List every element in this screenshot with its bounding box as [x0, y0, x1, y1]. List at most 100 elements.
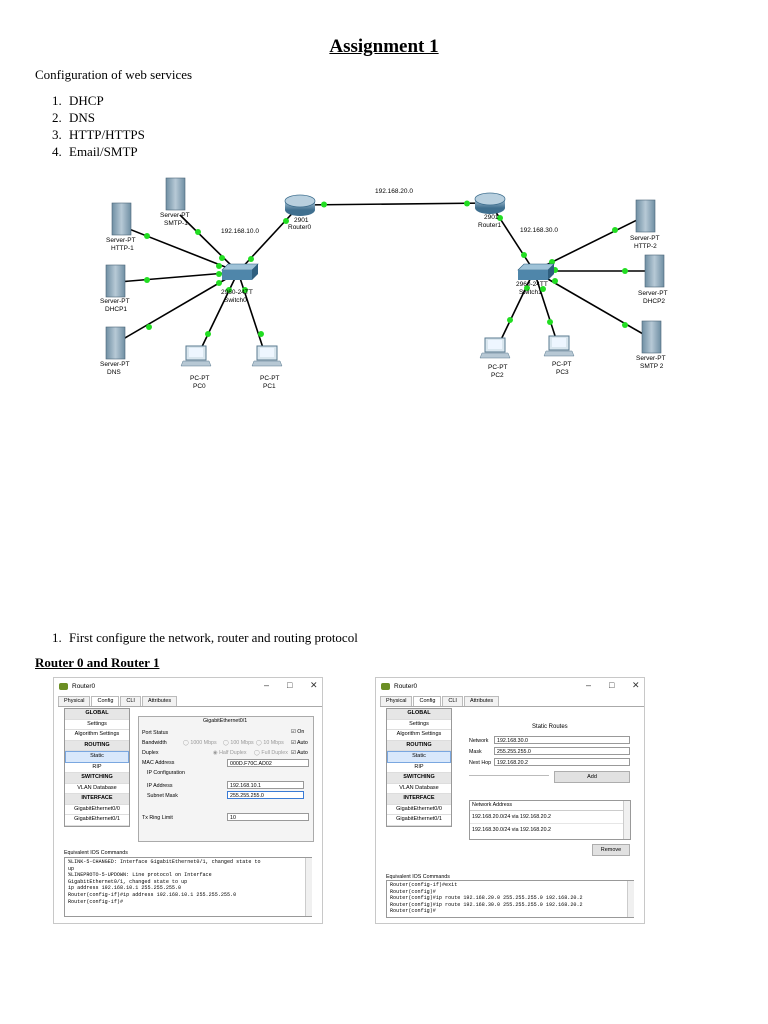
- server-icon: [105, 177, 665, 360]
- sidebar-item-gi01[interactable]: GigabitEthernet0/1: [387, 815, 451, 826]
- mac-field[interactable]: 000D.F70C.AD02: [227, 759, 309, 767]
- next-hop-field[interactable]: 192.168.20.2: [494, 758, 630, 766]
- sidebar-item-rip[interactable]: RIP: [65, 763, 129, 773]
- port-on-checkbox[interactable]: ☑ On: [291, 729, 305, 735]
- cli-line: %LINK-5-CHANGED: Interface GigabitEthern…: [68, 859, 261, 865]
- tab-attributes[interactable]: Attributes: [141, 696, 178, 706]
- bandwidth-10-radio[interactable]: ◯ 10 Mbps: [256, 740, 284, 746]
- sidebar-item-vlan[interactable]: VLAN Database: [65, 784, 129, 794]
- port-status-label: Port Status: [142, 730, 169, 736]
- cli-output[interactable]: %LINK-5-CHANGED: Interface GigabitEthern…: [64, 857, 312, 917]
- cli-line: Router(config-if)#: [68, 898, 124, 905]
- bandwidth-1000-radio[interactable]: ◯ 1000 Mbps: [183, 740, 217, 746]
- tx-ring-label: Tx Ring Limit: [142, 815, 173, 821]
- routes-scrollbar[interactable]: [623, 801, 630, 839]
- sidebar-item-vlan[interactable]: VLAN Database: [387, 784, 451, 794]
- router0-icon: [284, 194, 316, 216]
- cli-line: up: [68, 865, 75, 872]
- mask-field[interactable]: 255.255.255.0: [494, 747, 630, 755]
- cli-line: GigabitEthernet0/1, changed state to up: [68, 878, 188, 885]
- cable-links: [117, 202, 652, 358]
- device-label: Server-PT: [630, 235, 660, 242]
- tab-bar: Physical Config CLI Attributes: [380, 696, 644, 707]
- sidebar-item-static[interactable]: Static: [387, 751, 451, 763]
- add-button[interactable]: Add: [554, 771, 630, 783]
- tab-config[interactable]: Config: [413, 696, 442, 706]
- cli-output[interactable]: Router(config-if)#exit Router(config)# R…: [386, 880, 634, 918]
- list-item: 1.DHCP: [52, 93, 104, 108]
- switch1-icon: [517, 263, 555, 280]
- network-label: 192.168.10.0: [221, 228, 259, 235]
- sidebar-item-algorithm[interactable]: Algorithm Settings: [65, 730, 129, 741]
- pc-icon: [180, 335, 575, 367]
- device-label: PC-PT: [260, 375, 280, 382]
- close-icon[interactable]: ✕: [632, 680, 640, 690]
- maximize-icon[interactable]: □: [609, 680, 615, 690]
- tab-config[interactable]: Config: [91, 696, 120, 706]
- sidebar-item-gi00[interactable]: GigabitEthernet0/0: [65, 805, 129, 815]
- device-label: Switch0: [224, 297, 247, 304]
- sidebar-item-gi01[interactable]: GigabitEthernet0/1: [65, 815, 129, 826]
- routes-list[interactable]: Network Address 192.168.20.0/24 via 192.…: [469, 800, 631, 840]
- divider: [469, 775, 549, 776]
- sidebar-item-algorithm[interactable]: Algorithm Settings: [387, 730, 451, 741]
- close-icon[interactable]: ✕: [310, 680, 318, 690]
- ip-address-field[interactable]: 192.168.10.1: [227, 781, 304, 789]
- sidebar-header: GLOBAL: [65, 709, 129, 720]
- sidebar-item-rip[interactable]: RIP: [387, 763, 451, 773]
- device-label: PC-PT: [552, 361, 572, 368]
- sidebar-header: SWITCHING: [387, 773, 451, 784]
- ip-config-label: IP Configuration: [147, 770, 185, 776]
- step-1: 1.First configure the network, router an…: [52, 630, 358, 645]
- device-label: Router1: [478, 222, 502, 229]
- tx-ring-field[interactable]: 10: [227, 813, 309, 821]
- duplex-label: Duplex: [142, 750, 159, 756]
- sidebar-item-settings[interactable]: Settings: [65, 720, 129, 730]
- device-label: 2960-24TT: [221, 289, 253, 296]
- list-item[interactable]: 192.168.30.0/24 via 192.168.20.2: [472, 827, 551, 833]
- tab-physical[interactable]: Physical: [58, 696, 91, 706]
- tab-cli[interactable]: CLI: [442, 696, 463, 706]
- tab-physical[interactable]: Physical: [380, 696, 413, 706]
- router1-icon: [474, 192, 506, 214]
- switch0-icon: [221, 263, 259, 280]
- tab-attributes[interactable]: Attributes: [463, 696, 500, 706]
- sidebar-item-gi00[interactable]: GigabitEthernet0/0: [387, 805, 451, 815]
- device-label: SMTP-1: [164, 220, 188, 227]
- list-item[interactable]: 192.168.20.0/24 via 192.168.20.2: [470, 811, 630, 824]
- panel-title: GigabitEthernet0/1: [203, 718, 248, 724]
- link-status-dots: [144, 200, 628, 337]
- cli-line: Router(config)#ip route 192.168.30.0 255…: [390, 901, 583, 908]
- sidebar-item-settings[interactable]: Settings: [387, 720, 451, 730]
- sidebar-header: INTERFACE: [387, 794, 451, 805]
- bandwidth-auto-checkbox[interactable]: ☑ Auto: [291, 740, 308, 746]
- tab-cli[interactable]: CLI: [120, 696, 141, 706]
- device-label: PC3: [556, 369, 569, 376]
- network-field[interactable]: 192.168.30.0: [494, 736, 630, 744]
- device-label: 2901: [484, 214, 499, 221]
- sidebar-header: GLOBAL: [387, 709, 451, 720]
- minimize-icon[interactable]: –: [586, 680, 592, 690]
- minimize-icon[interactable]: –: [264, 680, 270, 690]
- half-duplex-radio[interactable]: ◉ Half Duplex: [213, 750, 247, 756]
- sidebar-item-static[interactable]: Static: [65, 751, 129, 763]
- cli-line: Router(config)#: [390, 908, 436, 915]
- config-sidebar: GLOBAL Settings Algorithm Settings ROUTI…: [64, 708, 130, 827]
- subnet-mask-field[interactable]: 255.255.255.0: [227, 791, 304, 799]
- full-duplex-radio[interactable]: ◯ Full Duplex: [254, 750, 288, 756]
- mac-label: MAC Address: [142, 760, 175, 766]
- device-label: SMTP 2: [640, 363, 664, 370]
- remove-button[interactable]: Remove: [592, 844, 630, 856]
- cli-scrollbar[interactable]: [627, 881, 634, 917]
- cli-scrollbar[interactable]: [305, 858, 312, 916]
- duplex-auto-checkbox[interactable]: ☑ Auto: [291, 750, 308, 756]
- device-label: 2960-24TT: [516, 281, 548, 288]
- maximize-icon[interactable]: □: [287, 680, 293, 690]
- bandwidth-100-radio[interactable]: ◯ 100 Mbps: [223, 740, 254, 746]
- device-label: Server-PT: [638, 290, 668, 297]
- device-label: HTTP-2: [634, 243, 657, 250]
- router-static-routes-window: Router0 – □ ✕ Physical Config CLI Attrib…: [375, 677, 645, 924]
- panel-title: Static Routes: [532, 724, 568, 730]
- list-item: 4.Email/SMTP: [52, 144, 138, 159]
- window-title: Router0: [394, 682, 418, 690]
